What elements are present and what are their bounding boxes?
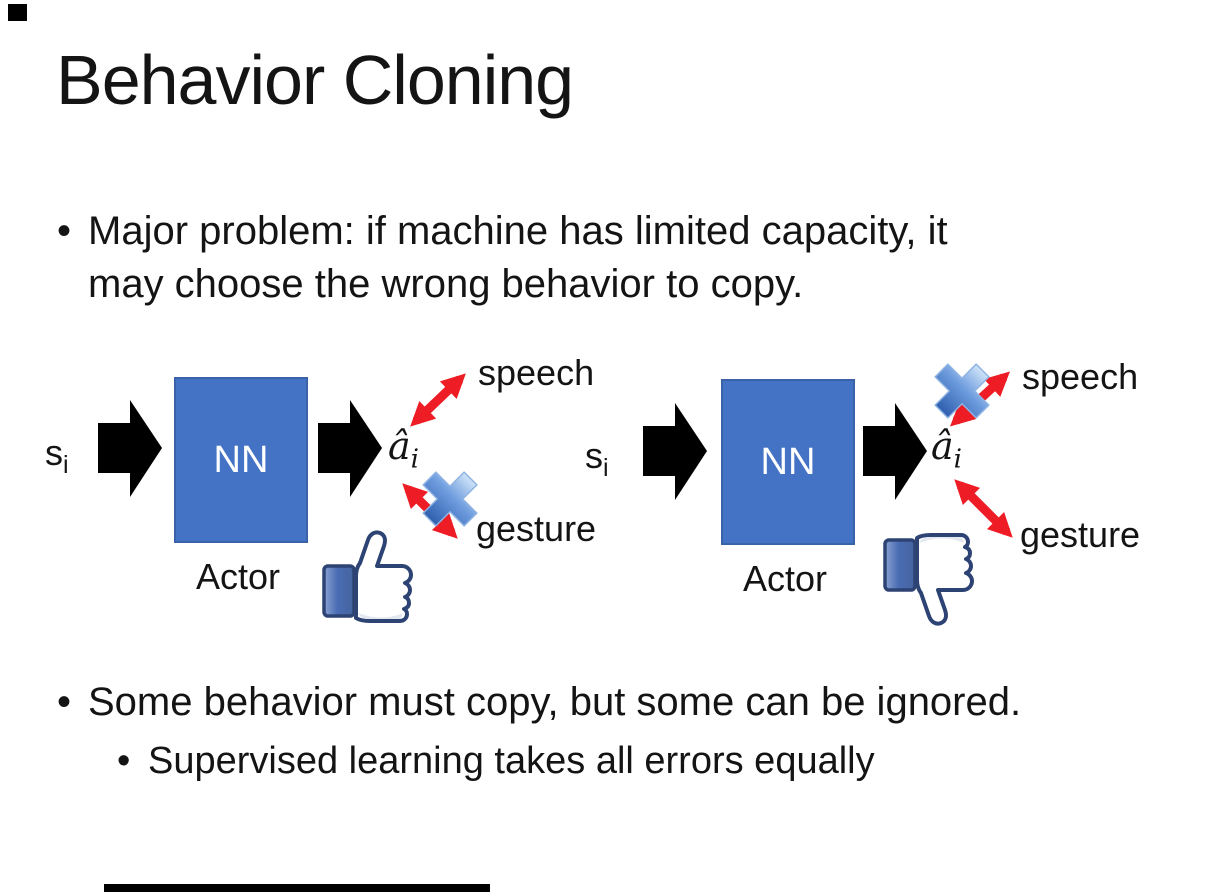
bullet-major-problem-line2: may choose the wrong behavior to copy. — [88, 262, 804, 306]
input-letter: s — [585, 435, 603, 476]
bullet-some-behavior: • Some behavior must copy, but some can … — [57, 676, 1157, 729]
output-arrow — [863, 403, 927, 500]
output-subscript: i — [410, 444, 419, 475]
behavior-cloning-diagram — [98, 363, 1013, 626]
gesture-label: gesture — [476, 508, 597, 549]
bullet-supervised-text: Supervised learning takes all errors equ… — [148, 740, 875, 782]
output-arrow — [318, 400, 382, 497]
output-label: âi — [388, 424, 419, 475]
bullet-glyph: • — [57, 209, 72, 253]
input-label: si — [45, 432, 69, 480]
thumbs-down-icon — [883, 533, 974, 626]
input-subscript: i — [63, 451, 69, 480]
page-title: Behavior Cloning — [56, 41, 574, 119]
nn-box — [721, 379, 855, 545]
input-label: si — [585, 435, 609, 483]
output-label: âi — [931, 424, 962, 475]
speech-arrow — [410, 373, 466, 427]
corner-black-square — [8, 4, 27, 21]
bullet-major-problem: • Major problem: if machine has limited … — [57, 205, 1117, 311]
diagram-left — [98, 373, 478, 623]
speech-label: speech — [478, 352, 595, 393]
bullet-glyph: • — [117, 740, 131, 782]
output-letter: â — [931, 424, 954, 468]
input-subscript: i — [603, 454, 609, 483]
thumbs-up-icon — [322, 530, 413, 623]
diagram-right — [643, 363, 1013, 626]
bullet-glyph: • — [57, 680, 72, 724]
actor-label: Actor — [196, 556, 281, 597]
bullet-major-problem-line1: Major problem: if machine has limited ca… — [88, 209, 948, 253]
input-letter: s — [45, 432, 63, 473]
nn-label: NN — [760, 440, 816, 483]
input-arrow — [643, 403, 707, 500]
cross-icon — [422, 471, 478, 527]
input-arrow — [98, 400, 162, 497]
cross-icon — [934, 363, 990, 419]
gesture-arrow — [954, 479, 1013, 538]
actor-label: Actor — [743, 558, 828, 599]
bottom-black-bar — [104, 884, 490, 892]
output-letter: â — [388, 424, 411, 468]
bullet-supervised: • Supervised learning takes all errors e… — [117, 736, 1117, 786]
nn-box — [174, 377, 308, 543]
nn-label: NN — [213, 438, 269, 481]
bullet-some-behavior-text: Some behavior must copy, but some can be… — [88, 680, 1022, 724]
output-subscript: i — [953, 444, 962, 475]
gesture-label: gesture — [1020, 514, 1141, 555]
speech-label: speech — [1022, 356, 1139, 397]
